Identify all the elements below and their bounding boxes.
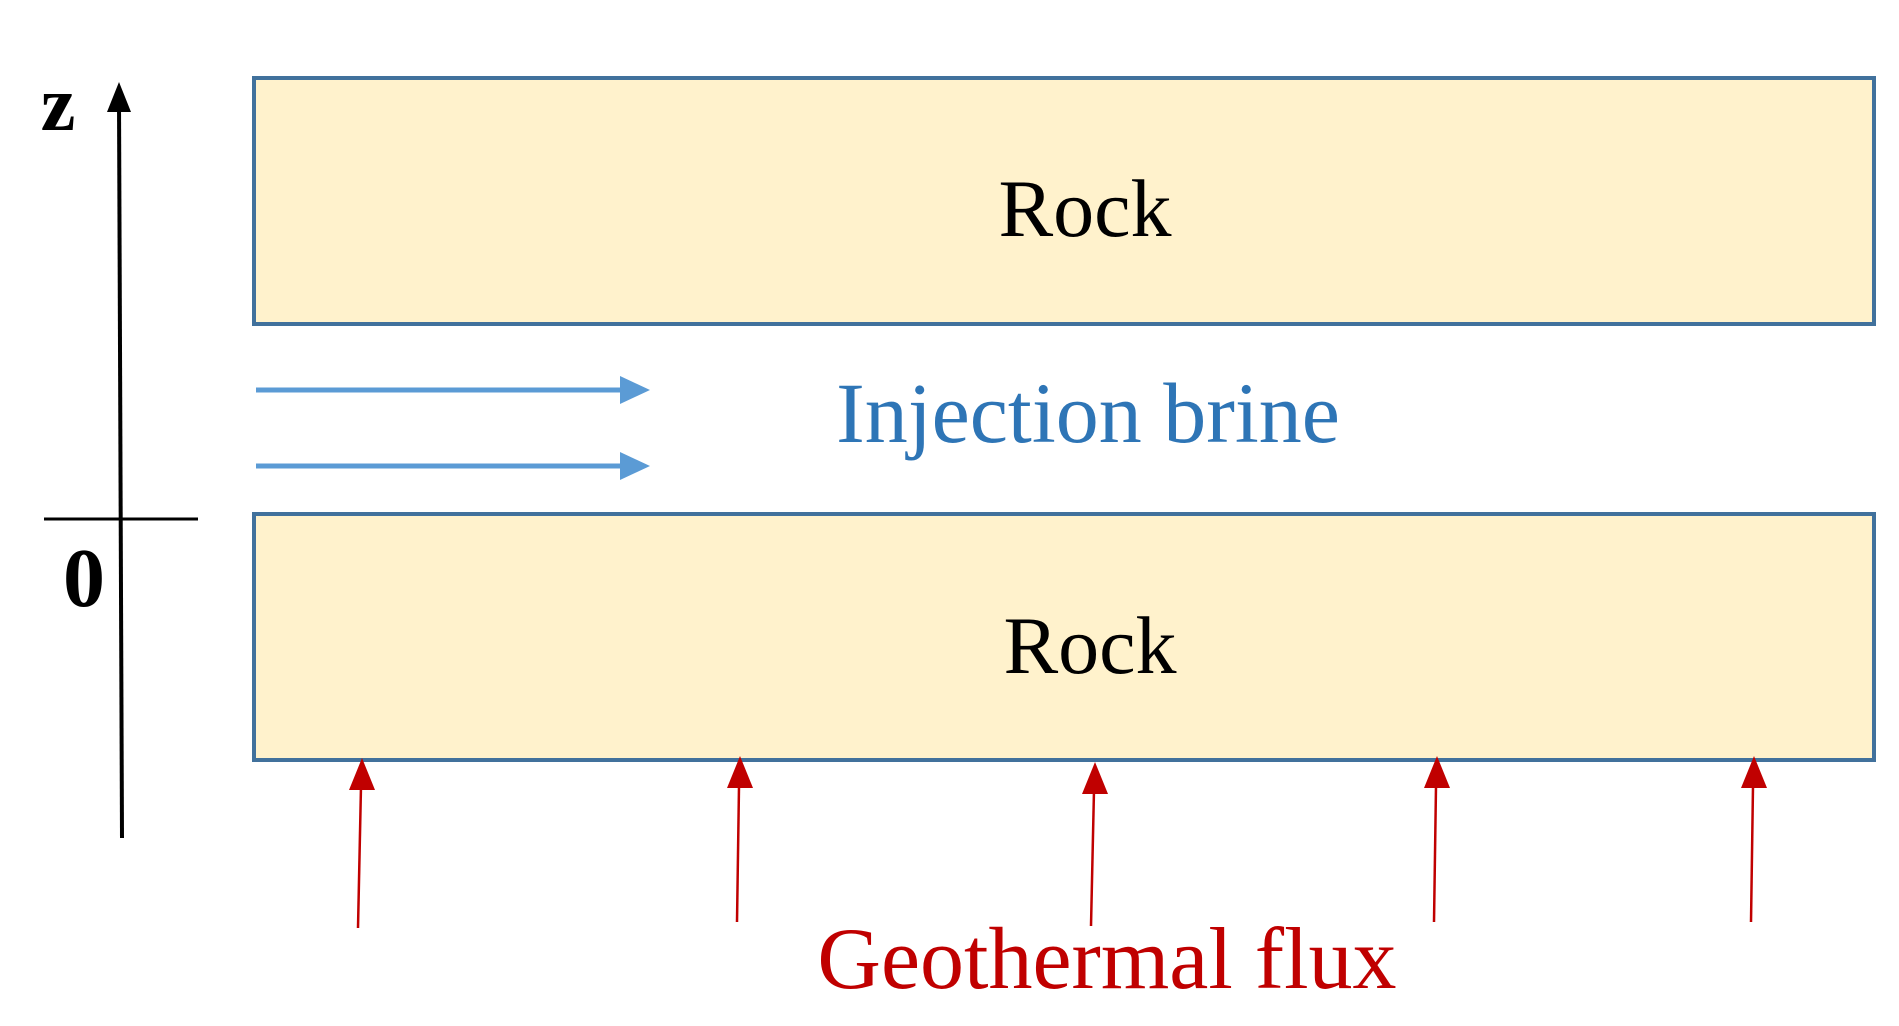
- origin-label: 0: [63, 532, 105, 625]
- injection-brine-label: Injection brine: [836, 365, 1340, 461]
- geothermal-flux-label: Geothermal flux: [817, 911, 1396, 1008]
- flux-arrow: [1082, 762, 1108, 927]
- brine-arrows: [256, 376, 650, 480]
- brine-arrow: [256, 452, 650, 480]
- flux-arrow: [727, 756, 753, 923]
- brine-arrow: [256, 376, 650, 404]
- flux-arrow: [349, 758, 375, 929]
- flux-arrows: [349, 756, 1767, 929]
- z-axis-line: [117, 101, 124, 839]
- top-rock-label: Rock: [998, 163, 1171, 254]
- bottom-rock-label: Rock: [1003, 600, 1176, 691]
- z-axis-arrowhead: [107, 82, 131, 112]
- flux-arrow: [1424, 756, 1450, 923]
- top-rock-layer: [252, 76, 1876, 326]
- flux-arrow: [1741, 756, 1767, 923]
- z-axis-label: z: [41, 60, 76, 147]
- bottom-rock-layer: [252, 512, 1876, 762]
